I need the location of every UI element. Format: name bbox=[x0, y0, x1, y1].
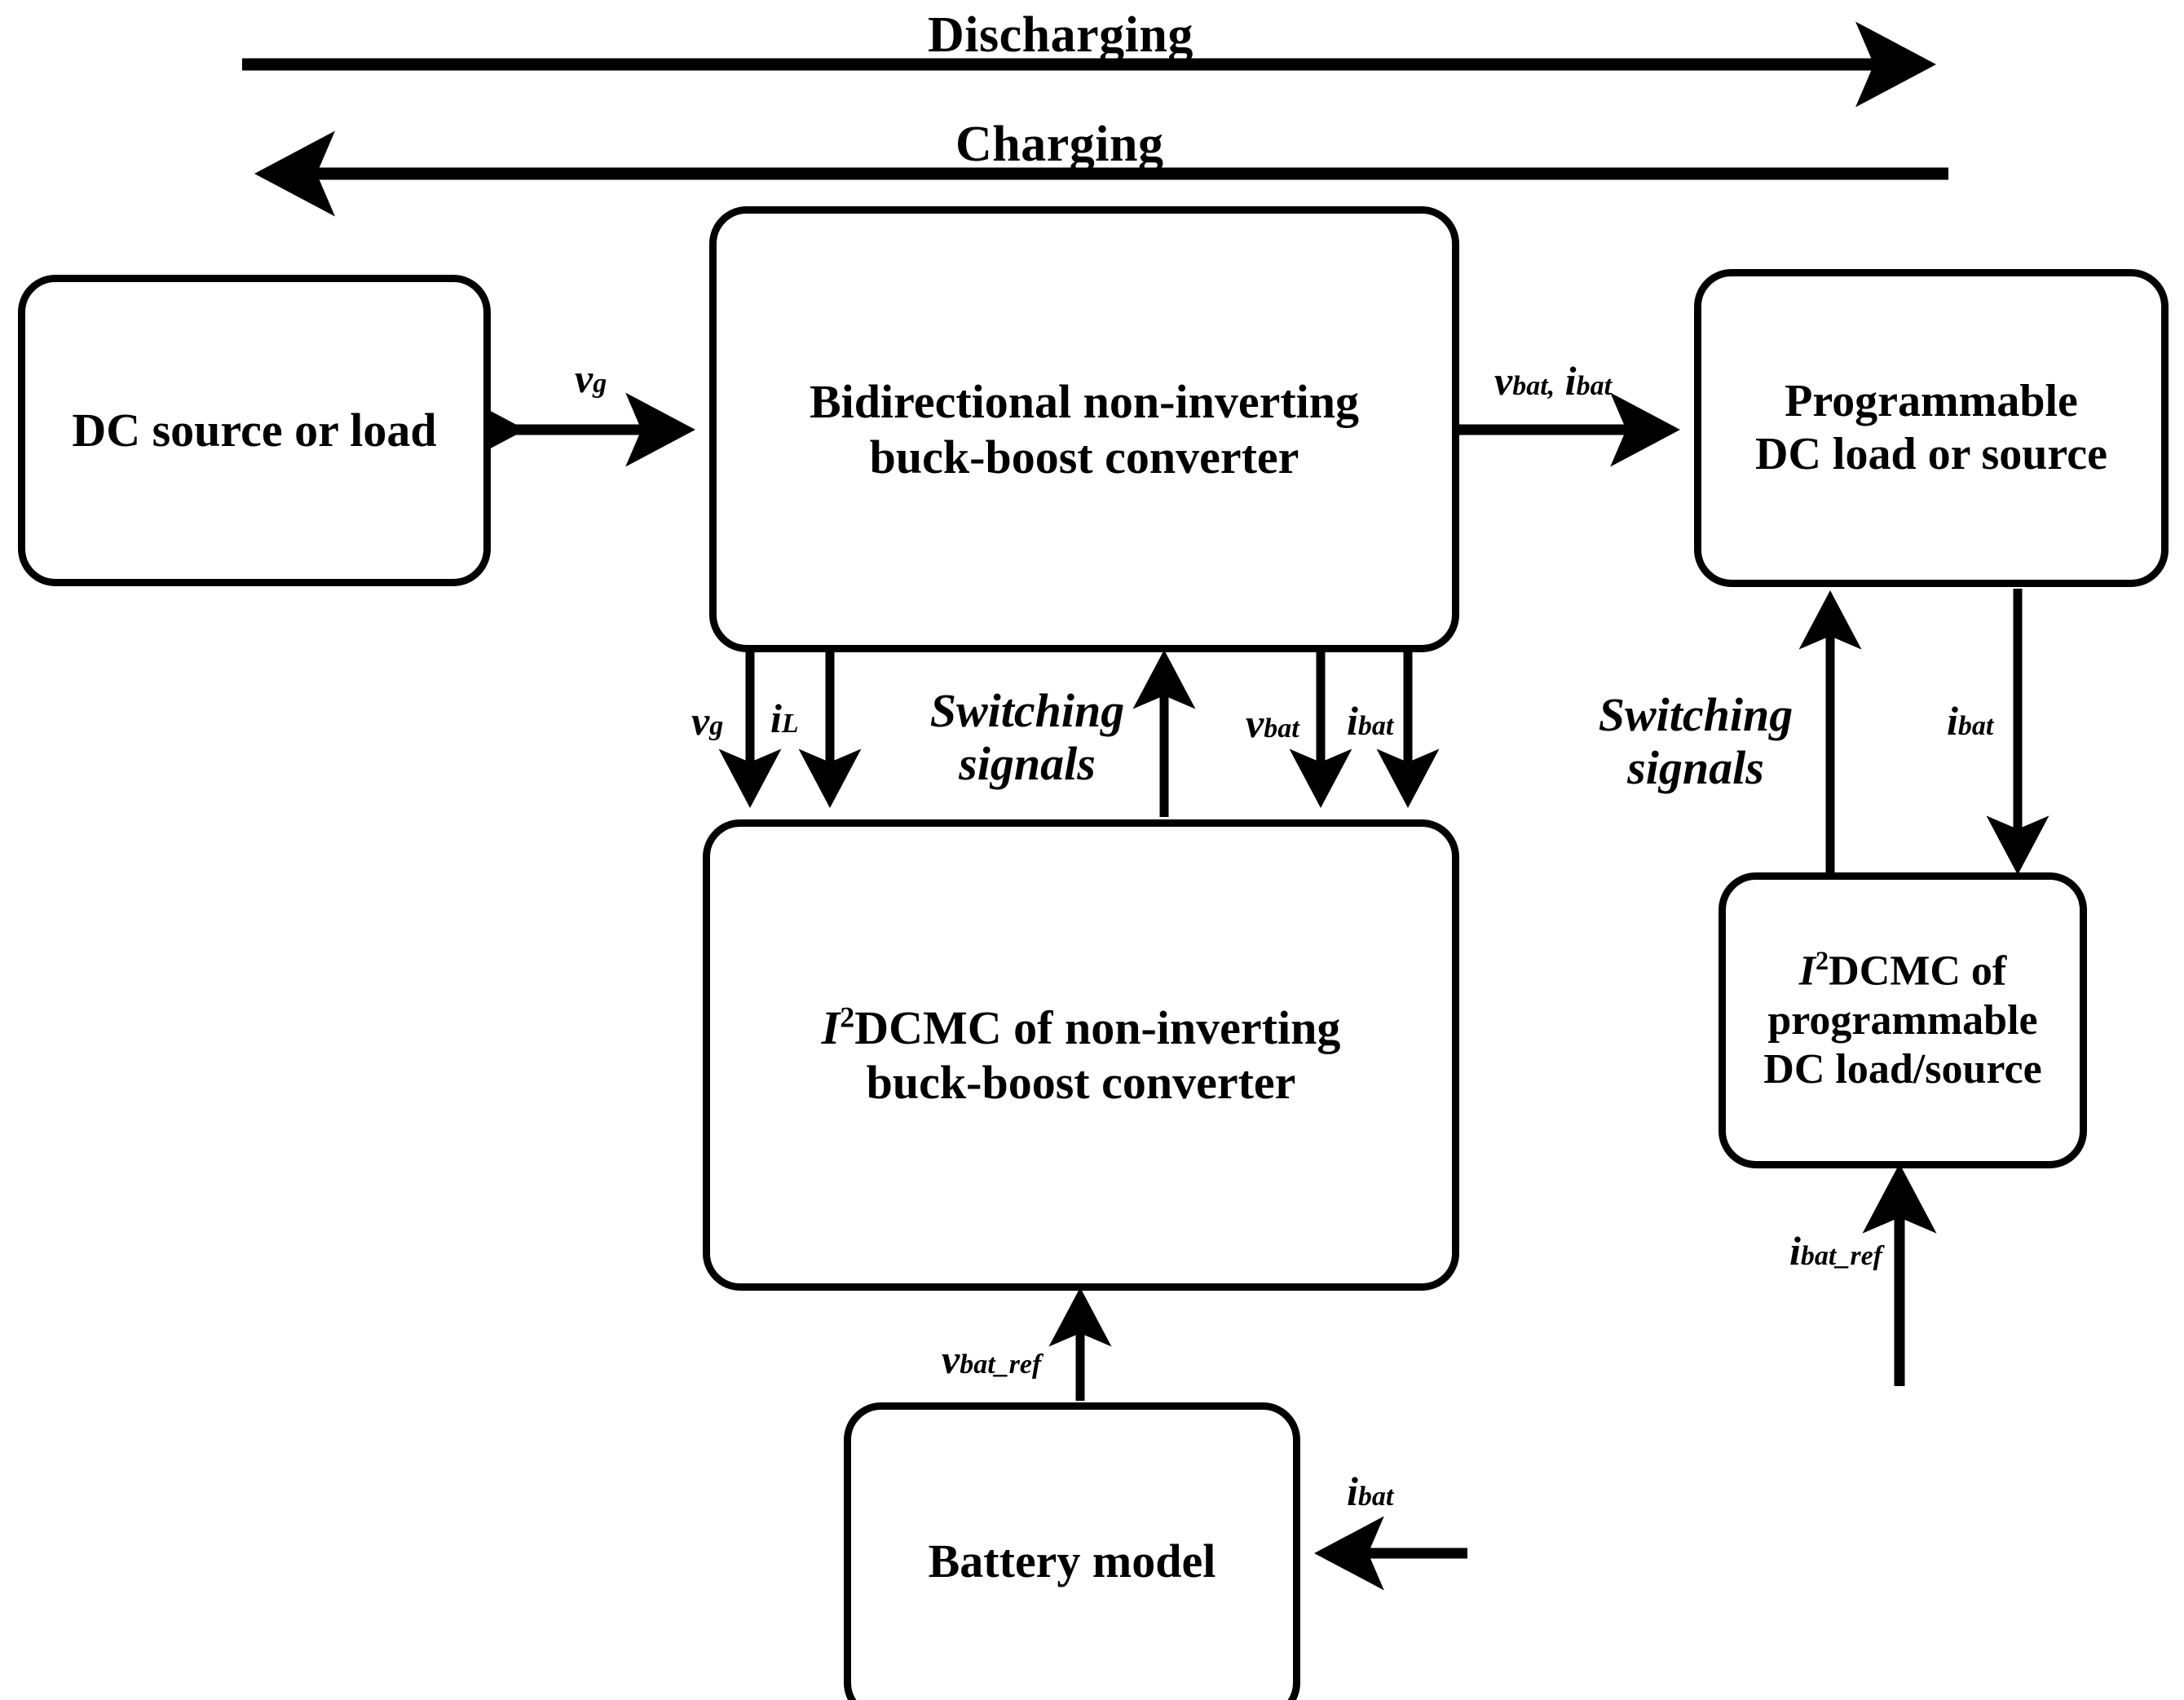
label-vbat-ref-sub: bat_ref bbox=[960, 1349, 1042, 1380]
block-i2dcmc-converter-line2: buck-boost converter bbox=[866, 1056, 1296, 1109]
label-il-down-sub: L bbox=[781, 709, 799, 739]
label-ibat-ref-base: i bbox=[1789, 1228, 1801, 1274]
i2dcmc-prog-prefix: I bbox=[1798, 947, 1816, 995]
label-vbat-down: vbat bbox=[1246, 700, 1299, 747]
block-battery-model-label: Battery model bbox=[928, 1534, 1216, 1588]
discharging-label: Discharging bbox=[928, 7, 1193, 63]
block-battery-model[interactable]: Battery model bbox=[844, 1402, 1300, 1700]
charging-label: Charging bbox=[955, 117, 1164, 172]
label-ibat-ref-sub: bat_ref bbox=[1800, 1241, 1882, 1271]
block-i2dcmc-converter-text1: DCMC of non-inverting bbox=[854, 1000, 1341, 1054]
label-il-down: iL bbox=[770, 695, 799, 742]
label-vbat-ref-base: v bbox=[942, 1336, 960, 1382]
label-vg-down-base: v bbox=[691, 698, 710, 744]
block-programmable-line1: Programmable bbox=[1785, 376, 2078, 427]
label-ibat-battery: ibat bbox=[1347, 1468, 1393, 1515]
block-i2dcmc-converter[interactable]: I2DCMC of non-inverting buck-boost conve… bbox=[703, 819, 1459, 1291]
label-vg-down-sub: g bbox=[709, 711, 724, 741]
label-switching-signals-right: Switching signals bbox=[1598, 688, 1794, 794]
label-ibat-ref: ibat_ref bbox=[1789, 1227, 1882, 1274]
label-vbat-ibat-v: v bbox=[1494, 358, 1513, 404]
label-ibat-right-base: i bbox=[1947, 698, 1958, 744]
label-vbat-down-sub: bat bbox=[1264, 713, 1299, 744]
i2dcmc-prog-superscript: 2 bbox=[1816, 946, 1829, 976]
label-ibat-down-base: i bbox=[1347, 698, 1358, 744]
block-programmable-dc-load-or-source[interactable]: Programmable DC load or source bbox=[1694, 269, 2169, 587]
label-vbat-ibat-i: i bbox=[1564, 358, 1577, 404]
label-vbat-ibat-bus: vbat, ibat bbox=[1494, 357, 1612, 404]
i2dcmc-superscript: 2 bbox=[840, 1000, 855, 1034]
block-i2dcmc-converter-line1: I2DCMC of non-inverting bbox=[822, 1000, 1341, 1055]
label-vg-down: vg bbox=[691, 697, 723, 744]
block-programmable-line2: DC load or source bbox=[1755, 429, 2107, 479]
label-vbat-ref: vbat_ref bbox=[942, 1336, 1041, 1383]
label-ibat-battery-base: i bbox=[1347, 1468, 1358, 1514]
label-vbat-down-base: v bbox=[1246, 700, 1264, 746]
label-il-down-base: i bbox=[770, 695, 782, 741]
block-bidirectional-converter[interactable]: Bidirectional non-inverting buck-boost c… bbox=[709, 206, 1459, 652]
label-ibat-right-sub: bat bbox=[1957, 711, 1994, 741]
label-vbat-ibat-sub2: bat bbox=[1576, 371, 1613, 401]
block-i2dcmc-programmable-line3: DC load/source bbox=[1763, 1046, 2042, 1093]
label-ibat-down-sub: bat bbox=[1357, 711, 1394, 741]
label-vg-bus-base: v bbox=[575, 355, 593, 401]
label-ibat-battery-sub: bat bbox=[1357, 1481, 1394, 1512]
block-i2dcmc-programmable[interactable]: I2DCMC of programmable DC load/source bbox=[1719, 872, 2087, 1168]
label-switching-signals-left: Switching signals bbox=[929, 684, 1125, 790]
block-dc-source-or-load[interactable]: DC source or load bbox=[18, 275, 491, 586]
block-bidirectional-converter-line2: buck-boost converter bbox=[869, 430, 1299, 484]
label-ibat-down: ibat bbox=[1347, 697, 1393, 744]
i2dcmc-prefix: I bbox=[821, 1000, 841, 1054]
label-ibat-right: ibat bbox=[1947, 697, 1993, 744]
block-i2dcmc-programmable-line1: I2DCMC of bbox=[1763, 946, 2041, 996]
label-vg-bus-sub: g bbox=[593, 369, 607, 399]
label-vbat-ibat-sub1: bat, bbox=[1512, 371, 1555, 401]
block-dc-source-or-load-label: DC source or load bbox=[72, 404, 437, 457]
block-i2dcmc-programmable-line2: programmable bbox=[1767, 997, 2038, 1044]
block-bidirectional-converter-line1: Bidirectional non-inverting bbox=[809, 375, 1360, 429]
block-i2dcmc-programmable-text1: DCMC of bbox=[1829, 947, 2007, 995]
label-vg-bus: vg bbox=[575, 355, 607, 402]
